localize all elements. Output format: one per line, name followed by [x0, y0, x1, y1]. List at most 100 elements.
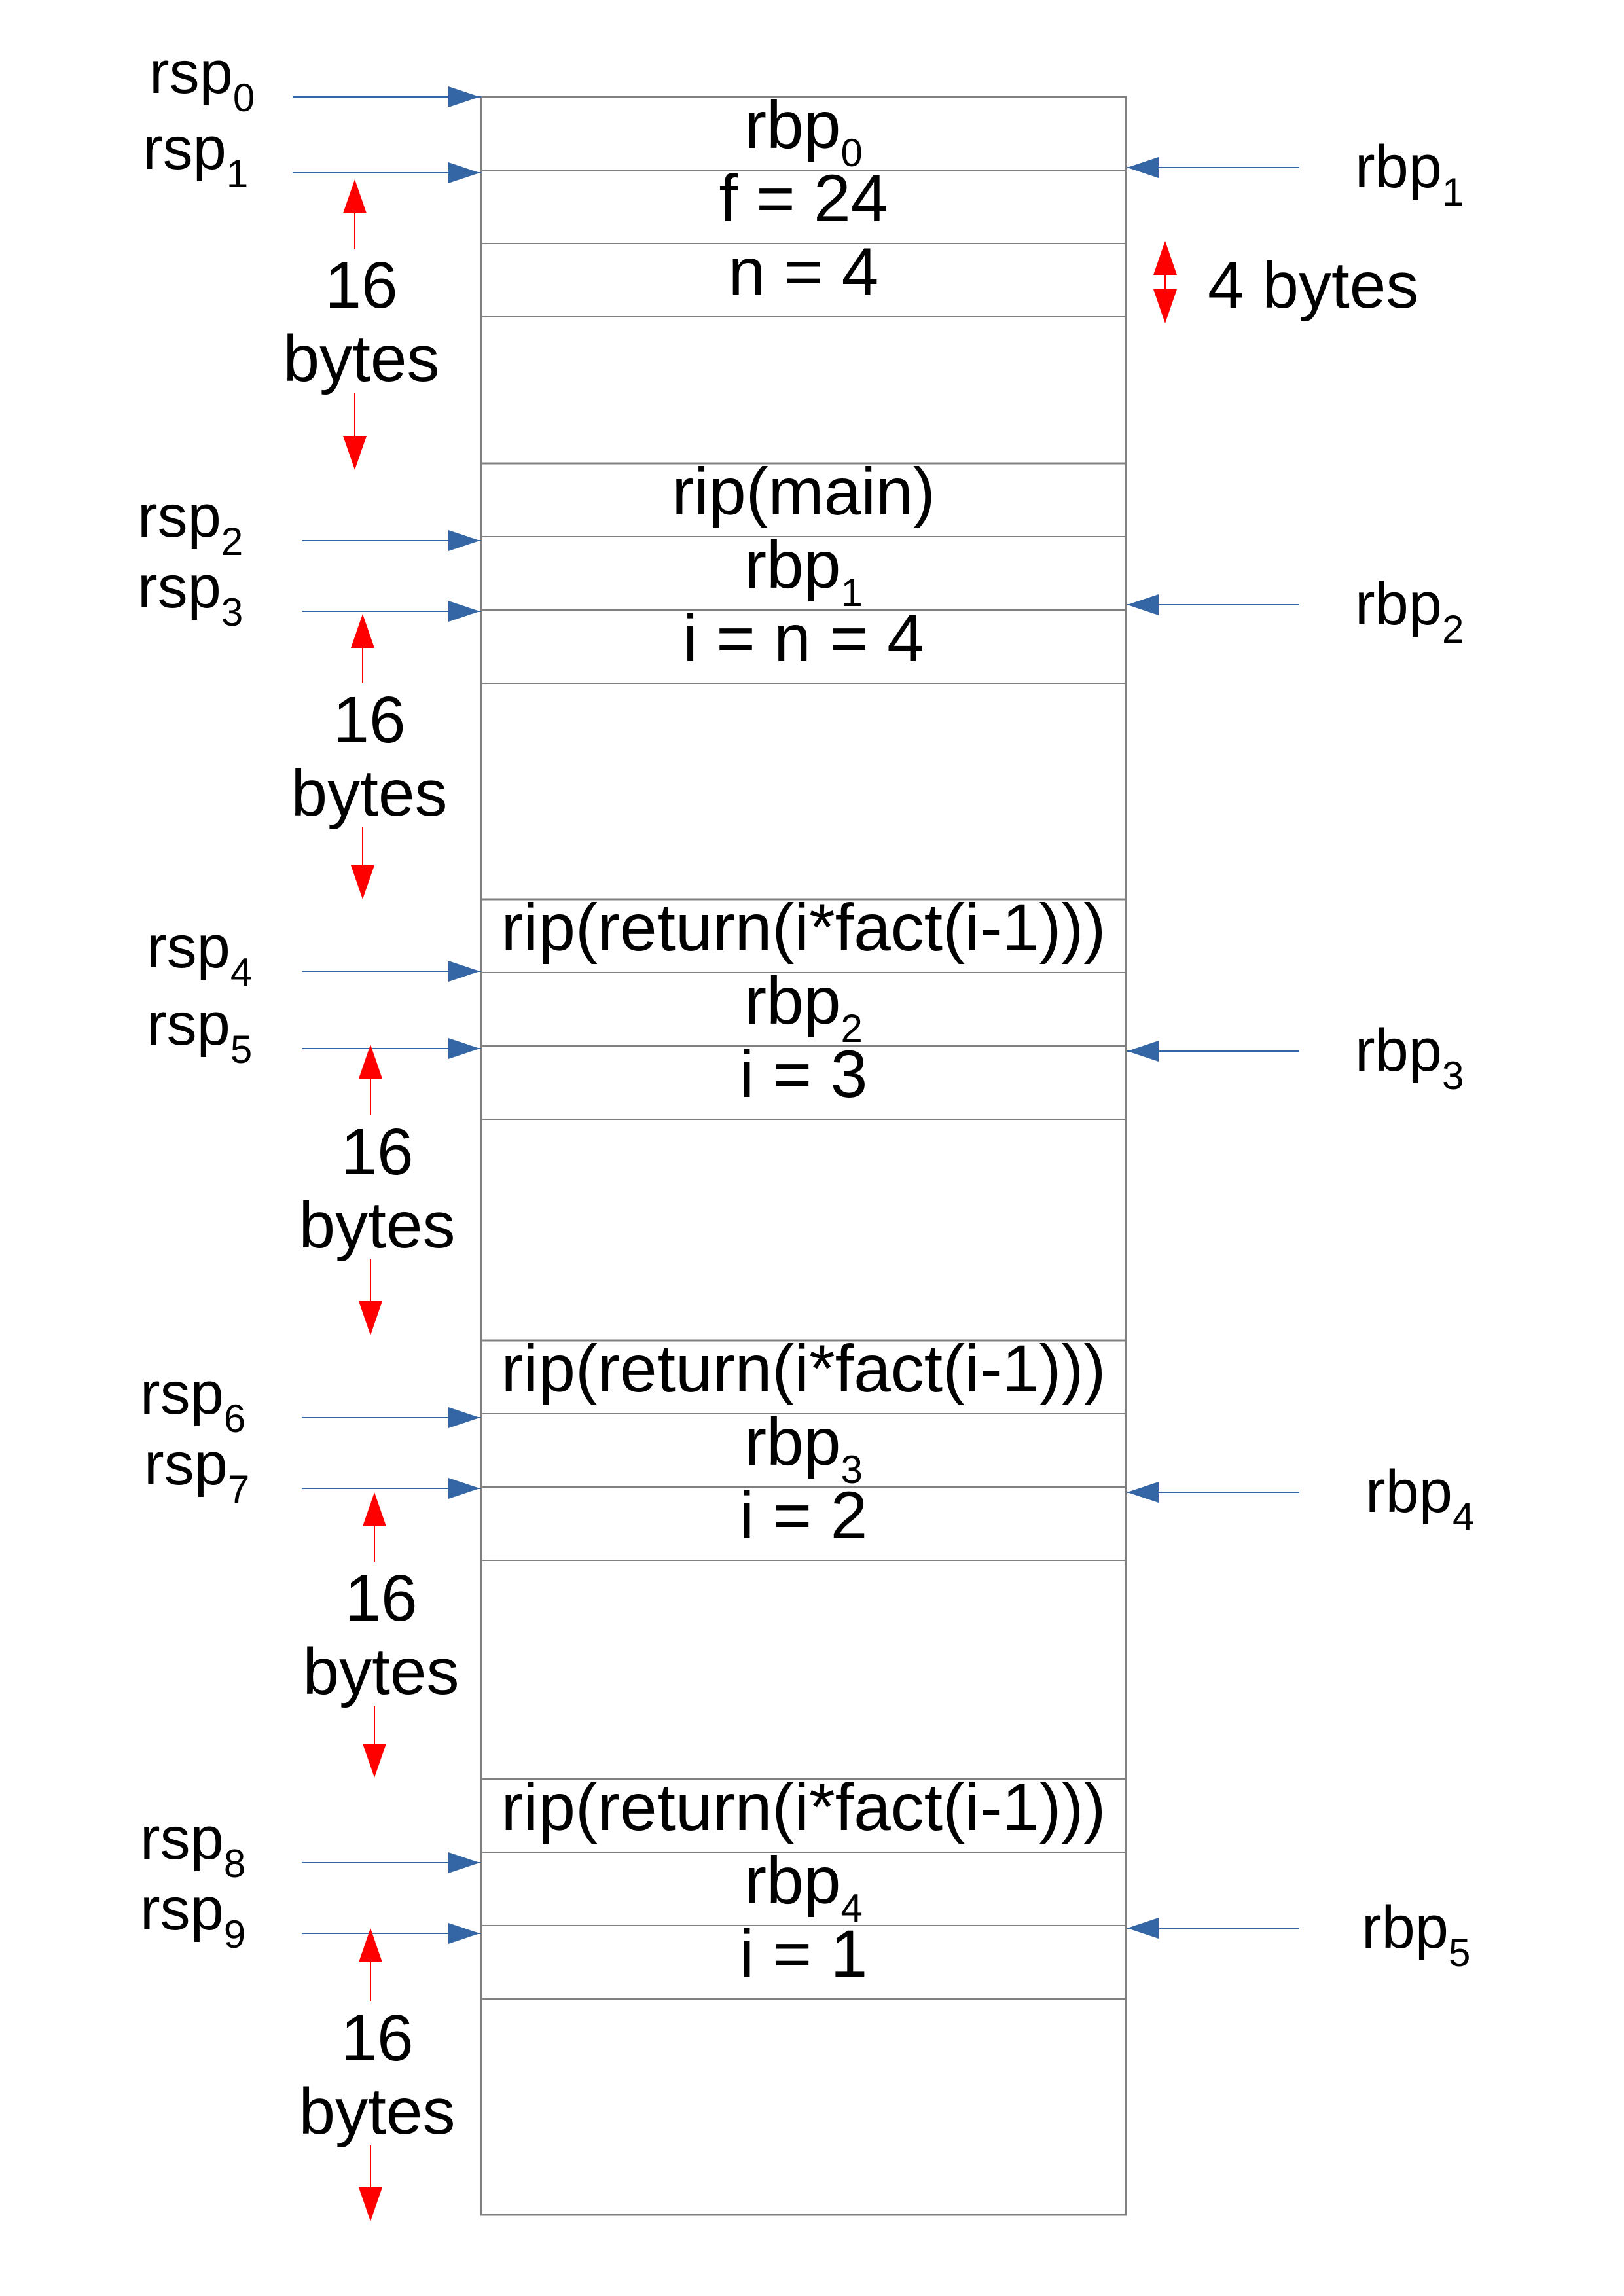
- rsp-label: rsp3: [137, 554, 243, 634]
- rsp-label-subscript: 0: [233, 76, 255, 120]
- stack-slot-label: i = 2: [740, 1478, 868, 1552]
- stack-slot-label: rip(return(i*fact(i-1))): [501, 1770, 1106, 1844]
- rbp-label: rbp1: [1355, 134, 1464, 214]
- rsp-label-text: rsp: [140, 1360, 224, 1427]
- rsp-label-subscript: 9: [224, 1912, 245, 1956]
- rbp-label-subscript: 1: [1442, 170, 1464, 214]
- rsp-label-subscript: 5: [230, 1028, 252, 1071]
- rsp-arrow-head: [448, 162, 480, 183]
- frame-size-arrow-down: [363, 1744, 386, 1778]
- frame-size-arrow-down: [359, 2187, 382, 2221]
- stack-slot-label-text: n = 4: [729, 234, 879, 309]
- stack-slot-label-text: i = n = 4: [683, 601, 924, 675]
- frame-size-arrow-up: [343, 179, 367, 213]
- rbp-arrow-head: [1127, 157, 1159, 178]
- stack-slot-label-text: rip(return(i*fact(i-1))): [501, 1770, 1106, 1844]
- rsp-label-subscript: 7: [228, 1467, 249, 1511]
- stack-slot-label-text: rip(return(i*fact(i-1))): [501, 890, 1106, 965]
- frame-size-arrow-down: [343, 436, 367, 470]
- rsp-label-text: rsp: [140, 1876, 224, 1943]
- rsp-label: rsp4: [147, 914, 252, 994]
- stack-slot-label-text: rip(return(i*fact(i-1))): [501, 1331, 1106, 1406]
- slot-size-arrow-up: [1153, 241, 1177, 275]
- frame-size-arrow-up: [351, 614, 374, 648]
- rbp-label-text: rbp: [1355, 571, 1442, 637]
- frame-size-arrow-down: [351, 865, 374, 899]
- rbp-label-subscript: 2: [1442, 607, 1464, 651]
- stack-slot-label: rip(main): [672, 454, 935, 529]
- frame-size-arrow-up: [359, 1045, 382, 1079]
- stack-slot-label-text: i = 3: [740, 1037, 868, 1111]
- frame-size-unit: bytes: [283, 322, 439, 395]
- stack-slot-label-text: rbp: [744, 1405, 840, 1479]
- stack-slot-label-subscript: 1: [841, 571, 863, 615]
- rbp-label-subscript: 4: [1453, 1495, 1474, 1539]
- rsp-label-subscript: 3: [221, 590, 243, 634]
- stack-slot-label-subscript: 0: [841, 131, 863, 175]
- stack-slot-label: rbp3: [744, 1405, 863, 1492]
- rsp-label-subscript: 8: [224, 1842, 245, 1886]
- stack-slot-label: i = 1: [740, 1916, 868, 1991]
- rsp-label-text: rsp: [143, 115, 226, 182]
- stack-slot-label: rbp2: [744, 963, 863, 1050]
- rsp-arrow-head: [448, 601, 480, 622]
- rbp-arrow-head: [1127, 1041, 1159, 1062]
- frame-size-value: 16: [340, 1115, 413, 1189]
- stack-slot-label-text: f = 24: [719, 161, 888, 236]
- stack-slot-label: rip(return(i*fact(i-1))): [501, 890, 1106, 965]
- rsp-arrow-head: [448, 1923, 480, 1944]
- stack-slot-label: rbp1: [744, 528, 863, 615]
- rsp-label-subscript: 1: [226, 152, 248, 196]
- rbp-label-text: rbp: [1365, 1458, 1453, 1525]
- rsp-label-text: rsp: [147, 914, 230, 980]
- stack-slot-label-subscript: 2: [841, 1007, 863, 1050]
- stack-slot-label-subscript: 3: [841, 1448, 863, 1492]
- rbp-label-subscript: 3: [1442, 1054, 1464, 1098]
- rsp-label-text: rsp: [137, 554, 221, 620]
- rsp-label: rsp6: [140, 1360, 245, 1441]
- rbp-label-text: rbp: [1362, 1894, 1449, 1961]
- stack-slot-label-text: i = 1: [740, 1916, 868, 1991]
- rsp-label-subscript: 4: [230, 950, 252, 994]
- frame-size-value: 16: [340, 2001, 413, 2075]
- rbp-label-subscript: 5: [1449, 1931, 1470, 1975]
- slot-size-label: 4 bytes: [1208, 249, 1418, 322]
- rsp-label-text: rsp: [147, 991, 230, 1058]
- slot-size-arrow-down: [1153, 289, 1177, 323]
- rsp-label-subscript: 2: [221, 520, 243, 564]
- stack-slot-label-text: rbp: [744, 88, 840, 162]
- frame-size-unit: bytes: [291, 757, 447, 830]
- stack-slot-label: rbp4: [744, 1843, 863, 1930]
- rsp-label-subscript: 6: [224, 1397, 245, 1441]
- rsp-label: rsp5: [147, 991, 252, 1071]
- frame-size-unit: bytes: [298, 1189, 455, 1262]
- rbp-label-text: rbp: [1355, 1017, 1442, 1084]
- frame-size-arrow-down: [359, 1301, 382, 1335]
- rsp-label-text: rsp: [140, 1805, 224, 1872]
- rsp-arrow-head: [448, 1478, 480, 1499]
- stack-slot-label-subscript: 4: [841, 1886, 863, 1930]
- frame-size-unit: bytes: [302, 1635, 459, 1708]
- rsp-arrow-head: [448, 530, 480, 551]
- stack-slot-label: rbp0: [744, 88, 863, 175]
- stack-slot-label: f = 24: [719, 161, 888, 236]
- frame-size-arrow-up: [359, 1928, 382, 1962]
- stack-frame-box: [480, 1778, 1127, 2216]
- rbp-label: rbp3: [1355, 1017, 1464, 1098]
- frame-size-value: 16: [325, 249, 397, 322]
- rsp-arrow-head: [448, 1852, 480, 1873]
- rbp-label: rbp5: [1362, 1894, 1470, 1975]
- frame-size-arrow-up: [363, 1492, 386, 1526]
- rsp-arrow-head: [448, 961, 480, 982]
- stack-slot-label-text: rip(main): [672, 454, 935, 529]
- stack-slot-label: rip(return(i*fact(i-1))): [501, 1331, 1106, 1406]
- rsp-label: rsp7: [144, 1431, 249, 1511]
- rbp-label-text: rbp: [1355, 134, 1442, 200]
- stack-slot-label-text: i = 2: [740, 1478, 868, 1552]
- stack-slot-label: n = 4: [729, 234, 879, 309]
